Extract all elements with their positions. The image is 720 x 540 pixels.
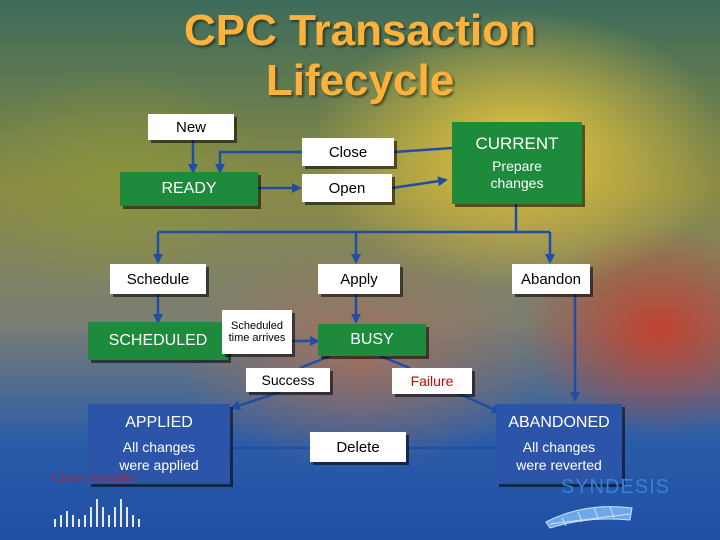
slide-title-line2: Lifecycle — [265, 56, 455, 105]
node-current-desc: Prepare changes — [490, 158, 544, 191]
syndesis-grid-icon — [545, 506, 633, 529]
cisco-logo-text: Cisco Systems — [52, 470, 136, 484]
node-close: Close — [302, 138, 394, 166]
slide-title-line1: CPC Transaction — [183, 6, 537, 55]
node-ready: READY — [120, 172, 258, 206]
node-failure: Failure — [392, 368, 472, 394]
arrow-busy-success — [299, 354, 331, 370]
arrow-success-applied — [230, 390, 281, 411]
node-scheduled-time-arrives: Scheduled time arrives — [222, 310, 292, 354]
node-abandoned: ABANDONED All changes were reverted — [496, 404, 622, 484]
syndesis-logo: SYNDESIS — [544, 476, 674, 532]
arrow-busy-failure — [379, 354, 411, 370]
node-applied-label: APPLIED — [88, 414, 230, 432]
node-applied: APPLIED All changes were applied — [88, 404, 230, 484]
node-new: New — [148, 114, 234, 140]
node-open: Open — [302, 174, 392, 202]
node-abandoned-label: ABANDONED — [508, 414, 610, 431]
syndesis-logo-text: SYNDESIS — [560, 476, 670, 498]
node-current-label: CURRENT — [475, 134, 559, 153]
node-delete: Delete — [310, 432, 406, 462]
node-scheduled: SCHEDULED — [88, 322, 228, 360]
cisco-bridge-icon — [54, 499, 140, 527]
arrow-close-ready — [215, 150, 302, 174]
cisco-logo: Cisco Systems — [52, 470, 152, 530]
node-applied-desc: All changes were applied — [119, 439, 199, 473]
node-abandon: Abandon — [512, 264, 590, 294]
node-schedule: Schedule — [110, 264, 206, 294]
node-apply: Apply — [318, 264, 400, 294]
arrow-open-current — [391, 176, 448, 190]
arrow-failure-abandoned — [454, 390, 502, 414]
arrow-current-close — [393, 146, 453, 154]
node-current: CURRENT Prepare changes — [452, 122, 582, 204]
node-abandoned-desc: All changes were reverted — [516, 439, 602, 473]
node-busy: BUSY — [318, 324, 426, 356]
node-success: Success — [246, 368, 330, 392]
